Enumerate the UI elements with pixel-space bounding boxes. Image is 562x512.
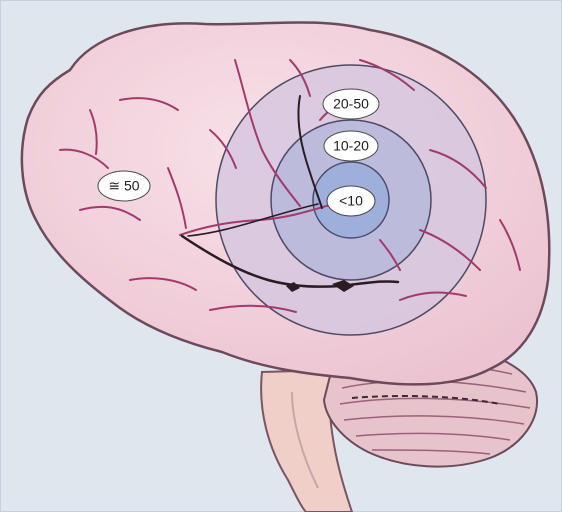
label-center: <10: [327, 186, 375, 216]
label-outer-text: ≅ 50: [108, 178, 139, 194]
label-ring-middle-text: 10-20: [333, 138, 369, 154]
label-ring-outer-text: 20-50: [333, 96, 369, 112]
label-outer: ≅ 50: [98, 171, 150, 201]
label-center-text: <10: [339, 193, 363, 209]
label-ring-outer: 20-50: [323, 89, 379, 119]
label-ring-middle: 10-20: [324, 131, 378, 161]
